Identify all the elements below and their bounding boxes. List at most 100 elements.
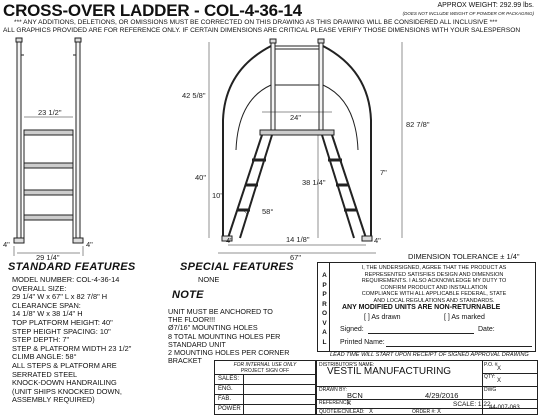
col-divider [482, 386, 483, 414]
approval-vertical-label: APPROVAL [321, 272, 328, 346]
internal-use-label: FOR INTERNAL USE ONLY [233, 362, 297, 368]
signed-label: Signed: [340, 326, 364, 333]
dim-front-left-foot: 4" [3, 240, 10, 249]
row-divider [215, 404, 315, 405]
note-line: UNIT MUST BE ANCHORED TO [168, 307, 273, 316]
feature-line: SERRATED STEEL [12, 369, 78, 379]
feature-line: MODEL NUMBER: COL-4-36-14 [12, 275, 120, 284]
note-list: UNIT MUST BE ANCHORED TO THE FLOOR!!! Ø7… [168, 307, 290, 366]
non-returnable-notice: ANY MODIFIED UNITS ARE NON-RETURNABLE [342, 304, 501, 311]
title-block: DISTRIBUTOR'S NAME: VESTIL MANUFACTURING… [316, 360, 538, 415]
internal-use-block: FOR INTERNAL USE ONLY PROJECT SIGN OFF S… [214, 360, 316, 415]
dim-platform-height: 40" [195, 173, 206, 182]
dim-step-depth: 7" [380, 168, 387, 177]
approx-weight: APPROX WEIGHT: 292.99 lbs. [437, 2, 534, 9]
approval-side [318, 263, 330, 351]
feature-line: STEP & PLATFORM WIDTH 23 1/2" [12, 343, 132, 353]
row-divider [215, 384, 315, 385]
feature-line: CLEARANCE SPAN: [12, 300, 81, 310]
weight-note: (DOES NOT INCLUDE WEIGHT OF POWDER OR PA… [402, 11, 534, 16]
front-view [13, 37, 84, 256]
row-divider [215, 394, 315, 395]
note-line: Ø7/16" MOUNTING HOLES [168, 323, 258, 333]
scale-value: SCALE: 1:22 [453, 401, 491, 408]
special-features-heading: SPECIAL FEATURES [180, 261, 294, 273]
dim-angle: 58° [262, 207, 273, 216]
date-label: Date: [478, 326, 495, 333]
feature-line: OVERALL SIZE: [12, 283, 67, 293]
statement-line: CONFIRM PRODUCT AND INSTALLATION [380, 284, 488, 291]
special-features-value: NONE [198, 275, 220, 284]
reference-label: REFERENCE: [319, 400, 352, 406]
col-divider [243, 374, 244, 414]
dwg-label: DWG [484, 387, 497, 393]
drawing-title: CROSS-OVER LADDER - COL-4-36-14 [3, 1, 302, 20]
drawn-by-label: DRAWN BY: [319, 387, 347, 393]
distributor-label: DISTRIBUTOR'S NAME: [319, 362, 375, 368]
quote-value: X [369, 409, 374, 415]
row-divider [317, 399, 537, 400]
dwg-number: 44-007-063 [489, 405, 520, 411]
feature-line: ASSEMBLY REQUIRED) [12, 395, 95, 405]
printed-name-label: Printed Name: [340, 339, 385, 346]
lead-time-note: LEAD TIME WILL START UPON RECEIPT OF SIG… [330, 352, 529, 358]
feature-line: TOP PLATFORM HEIGHT: 40" [12, 317, 113, 327]
quote-label: QUOTE/ECN/LEAD: [319, 409, 365, 415]
project-signoff-label: PROJECT SIGN OFF [240, 368, 290, 374]
statement-line: REPRESENTED SATISFIES DESIGN AND DIMENSI… [364, 271, 504, 278]
note-line: 8 TOTAL MOUNTING HOLES PER [168, 331, 281, 341]
date-value: 4/29/2016 [425, 391, 459, 400]
as-marked-checkbox[interactable]: [ ] As marked [444, 314, 485, 321]
side-view [208, 38, 403, 254]
warning-line-2: ALL GRAPHICS PROVIDED ARE FOR REFERENCE … [3, 27, 521, 34]
reference-value: X [347, 401, 352, 407]
fab-label: FAB. [218, 396, 232, 402]
row-divider [482, 373, 537, 374]
dim-top-height: 42 5/8" [182, 91, 206, 100]
signed-line[interactable] [368, 333, 474, 334]
power-label: POWER [218, 406, 241, 412]
printed-name-line[interactable] [386, 346, 532, 347]
statement-line: REQUIREMENTS. I ALSO ACKNOWLEDGE MY DUTY… [361, 278, 507, 285]
dim-side-right-foot: 4" [374, 236, 381, 245]
standard-features-heading: STANDARD FEATURES [8, 261, 136, 273]
note-line: STANDARD UNIT [168, 339, 226, 349]
feature-line: 14 1/8" W x 38 1/4" H [12, 309, 83, 319]
approval-box: APPROVAL I, THE UNDERSIGNED, AGREE THAT … [317, 262, 536, 352]
dim-step-spacing: 10" [212, 191, 223, 200]
dimension-tolerance: DIMENSION TOLERANCE ± 1/4" [408, 252, 520, 261]
feature-line: STEP DEPTH: 7" [12, 335, 70, 345]
dim-platform-depth: 24" [290, 113, 301, 122]
dim-overall-height: 82 7/8" [406, 120, 430, 129]
approval-statement: I, THE UNDERSIGNED, AGREE THAT THE PRODU… [344, 265, 524, 305]
feature-line: 29 1/4" W x 67" L x 82 7/8" H [12, 292, 108, 302]
note-line: THE FLOOR!!! [168, 315, 216, 325]
row-divider [317, 386, 537, 387]
eng-label: ENG. [218, 386, 233, 392]
po-value: X [497, 366, 502, 372]
row-divider [317, 408, 537, 409]
statement-line: COMPLIANCE WITH ALL APPLICABLE FEDERAL, … [361, 291, 507, 298]
order-label: ORDER #: [412, 409, 436, 415]
note-line: BRACKET [168, 356, 202, 366]
dim-base-14: 14 1/8" [286, 235, 310, 244]
po-label: P.O. # [484, 362, 498, 368]
note-line: 2 MOUNTING HOLES PER CORNER [168, 348, 290, 358]
qty-value: X [497, 378, 502, 384]
feature-line: KNOCK-DOWN HANDRAILING [12, 378, 117, 388]
dim-overall-length: 67" [290, 253, 301, 262]
statement-line: AND LOCAL REGULATIONS AND STANDARDS. [373, 297, 495, 304]
dim-front-right-foot: 4" [86, 240, 93, 249]
dim-front-outer: 29 1/4" [36, 253, 60, 262]
order-value: X [437, 409, 442, 415]
statement-line: I, THE UNDERSIGNED, AGREE THAT THE PRODU… [361, 265, 507, 271]
dim-stair-height: 38 1/4" [302, 178, 326, 187]
note-heading: NOTE [172, 289, 204, 301]
feature-line: STEP HEIGHT SPACING: 10" [12, 326, 111, 336]
feature-line: CLIMB ANGLE: 58° [12, 352, 77, 362]
sales-label: SALES: [218, 376, 240, 382]
as-drawn-checkbox[interactable]: [ ] As drawn [364, 314, 401, 321]
standard-features-list: MODEL NUMBER: COL-4-36-14 OVERALL SIZE: … [12, 275, 132, 405]
feature-line: (UNIT SHIPS KNOCKED DOWN, [12, 386, 122, 396]
